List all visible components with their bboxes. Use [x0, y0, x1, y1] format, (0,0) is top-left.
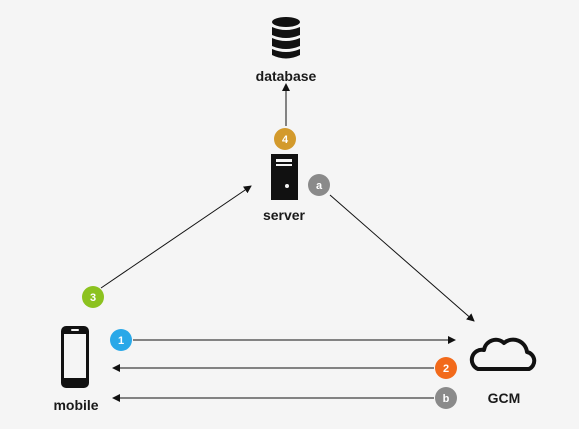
- server-label: server: [262, 207, 306, 223]
- step-label-4: 4: [282, 134, 289, 146]
- server-icon: [271, 154, 298, 200]
- mobile-label: mobile: [53, 397, 99, 413]
- step-badges: 4 a 3 1 2 b: [82, 128, 457, 409]
- step-label-b: b: [443, 393, 450, 405]
- connectors: [100, 83, 475, 402]
- step-badge-a: [308, 174, 330, 196]
- arrow-mobile-to-server: [100, 185, 252, 289]
- step-label-1: 1: [118, 335, 124, 347]
- arrow-server-to-gcm: [329, 194, 475, 322]
- gcm-label: GCM: [487, 390, 521, 406]
- cloud-icon: [469, 337, 537, 371]
- step-label-3: 3: [90, 292, 96, 304]
- database-label: database: [255, 68, 317, 84]
- mobile-phone-icon: [61, 326, 89, 388]
- step-badge-2: [435, 357, 457, 379]
- step-badge-4: [274, 128, 296, 150]
- step-badge-3: [82, 286, 104, 308]
- step-badge-1: [110, 329, 132, 351]
- step-label-2: 2: [443, 363, 449, 375]
- step-label-a: a: [316, 180, 323, 192]
- step-badge-b: [435, 387, 457, 409]
- database-icon: [272, 17, 300, 59]
